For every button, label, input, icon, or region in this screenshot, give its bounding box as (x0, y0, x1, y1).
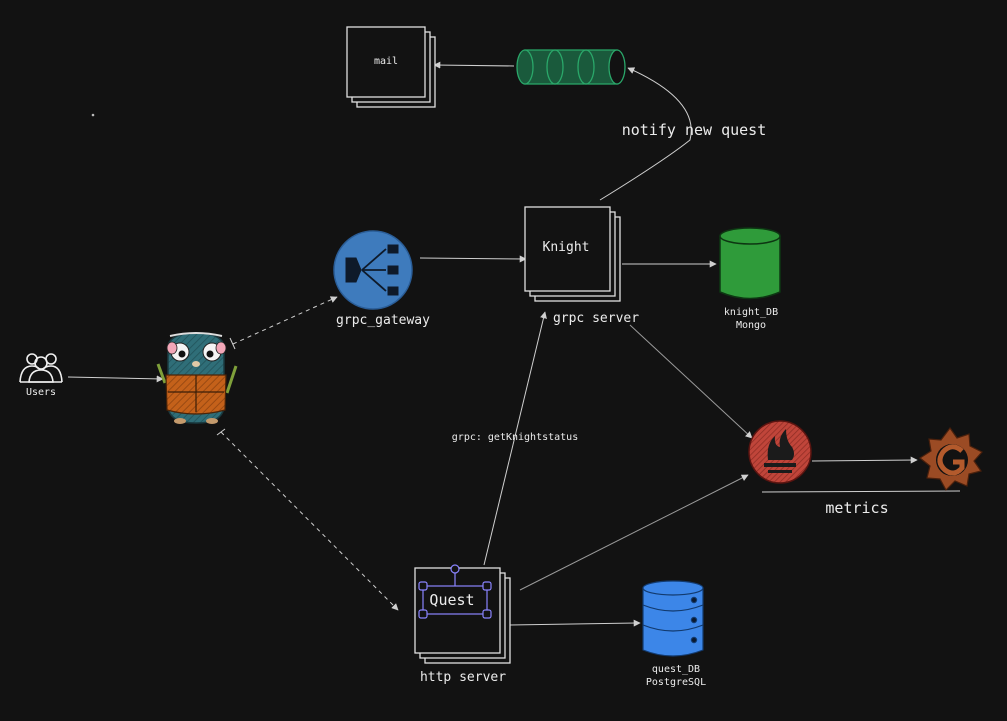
edge-knight-to-prometheus (629, 324, 753, 439)
edge-users-to-gopher (67, 375, 164, 383)
quest-service-stack[interactable] (414, 567, 511, 664)
database-stack-icon[interactable] (642, 580, 704, 657)
edge-quest-to-postgres (509, 619, 641, 627)
knight-service-stack[interactable] (524, 206, 621, 302)
gateway-split-icon[interactable] (333, 230, 413, 310)
knight-db-label: knight_DB (723, 307, 779, 318)
quest-selection-box[interactable] (418, 564, 492, 619)
quest-db-label: quest_DB (651, 664, 701, 675)
quest-db-sublabel: PostgreSQL (645, 677, 707, 688)
users-group-icon[interactable] (19, 353, 63, 383)
edge-queue-to-mail (433, 61, 515, 69)
metrics-underline (761, 490, 961, 493)
edge-prometheus-to-grafana (811, 456, 918, 464)
edge-quest-to-prometheus (519, 474, 749, 591)
quest-label: Quest (429, 591, 475, 609)
mail-label: mail (373, 56, 399, 67)
grpc-gateway-label: grpc_gateway (336, 313, 430, 328)
grafana-gear-icon[interactable] (918, 426, 983, 491)
notify-edge-label: notify new quest (621, 121, 767, 139)
database-cylinder-icon[interactable] (719, 227, 781, 300)
stray-dot (91, 113, 95, 117)
quest-sublabel: http server (419, 670, 507, 685)
metrics-label: metrics (825, 499, 889, 517)
mail-service-stack[interactable] (346, 26, 436, 108)
prometheus-flame-icon[interactable] (748, 420, 812, 484)
edge-gopher-to-quest (216, 428, 399, 611)
users-label: Users (25, 387, 57, 398)
knight-label: Knight (542, 240, 590, 255)
edge-gateway-to-knight (419, 255, 527, 263)
edge-gopher-to-gateway (229, 296, 338, 350)
knight-sublabel: grpc server (552, 311, 640, 326)
knight-db-sublabel: Mongo (735, 320, 767, 331)
edge-quest-to-knight (483, 311, 547, 566)
grpc-status-edge-label: grpc: getKnightstatus (451, 432, 579, 443)
edge-knight-notify-queue (599, 67, 692, 201)
message-queue-icon[interactable] (516, 49, 626, 85)
go-gopher-icon[interactable] (156, 332, 238, 424)
